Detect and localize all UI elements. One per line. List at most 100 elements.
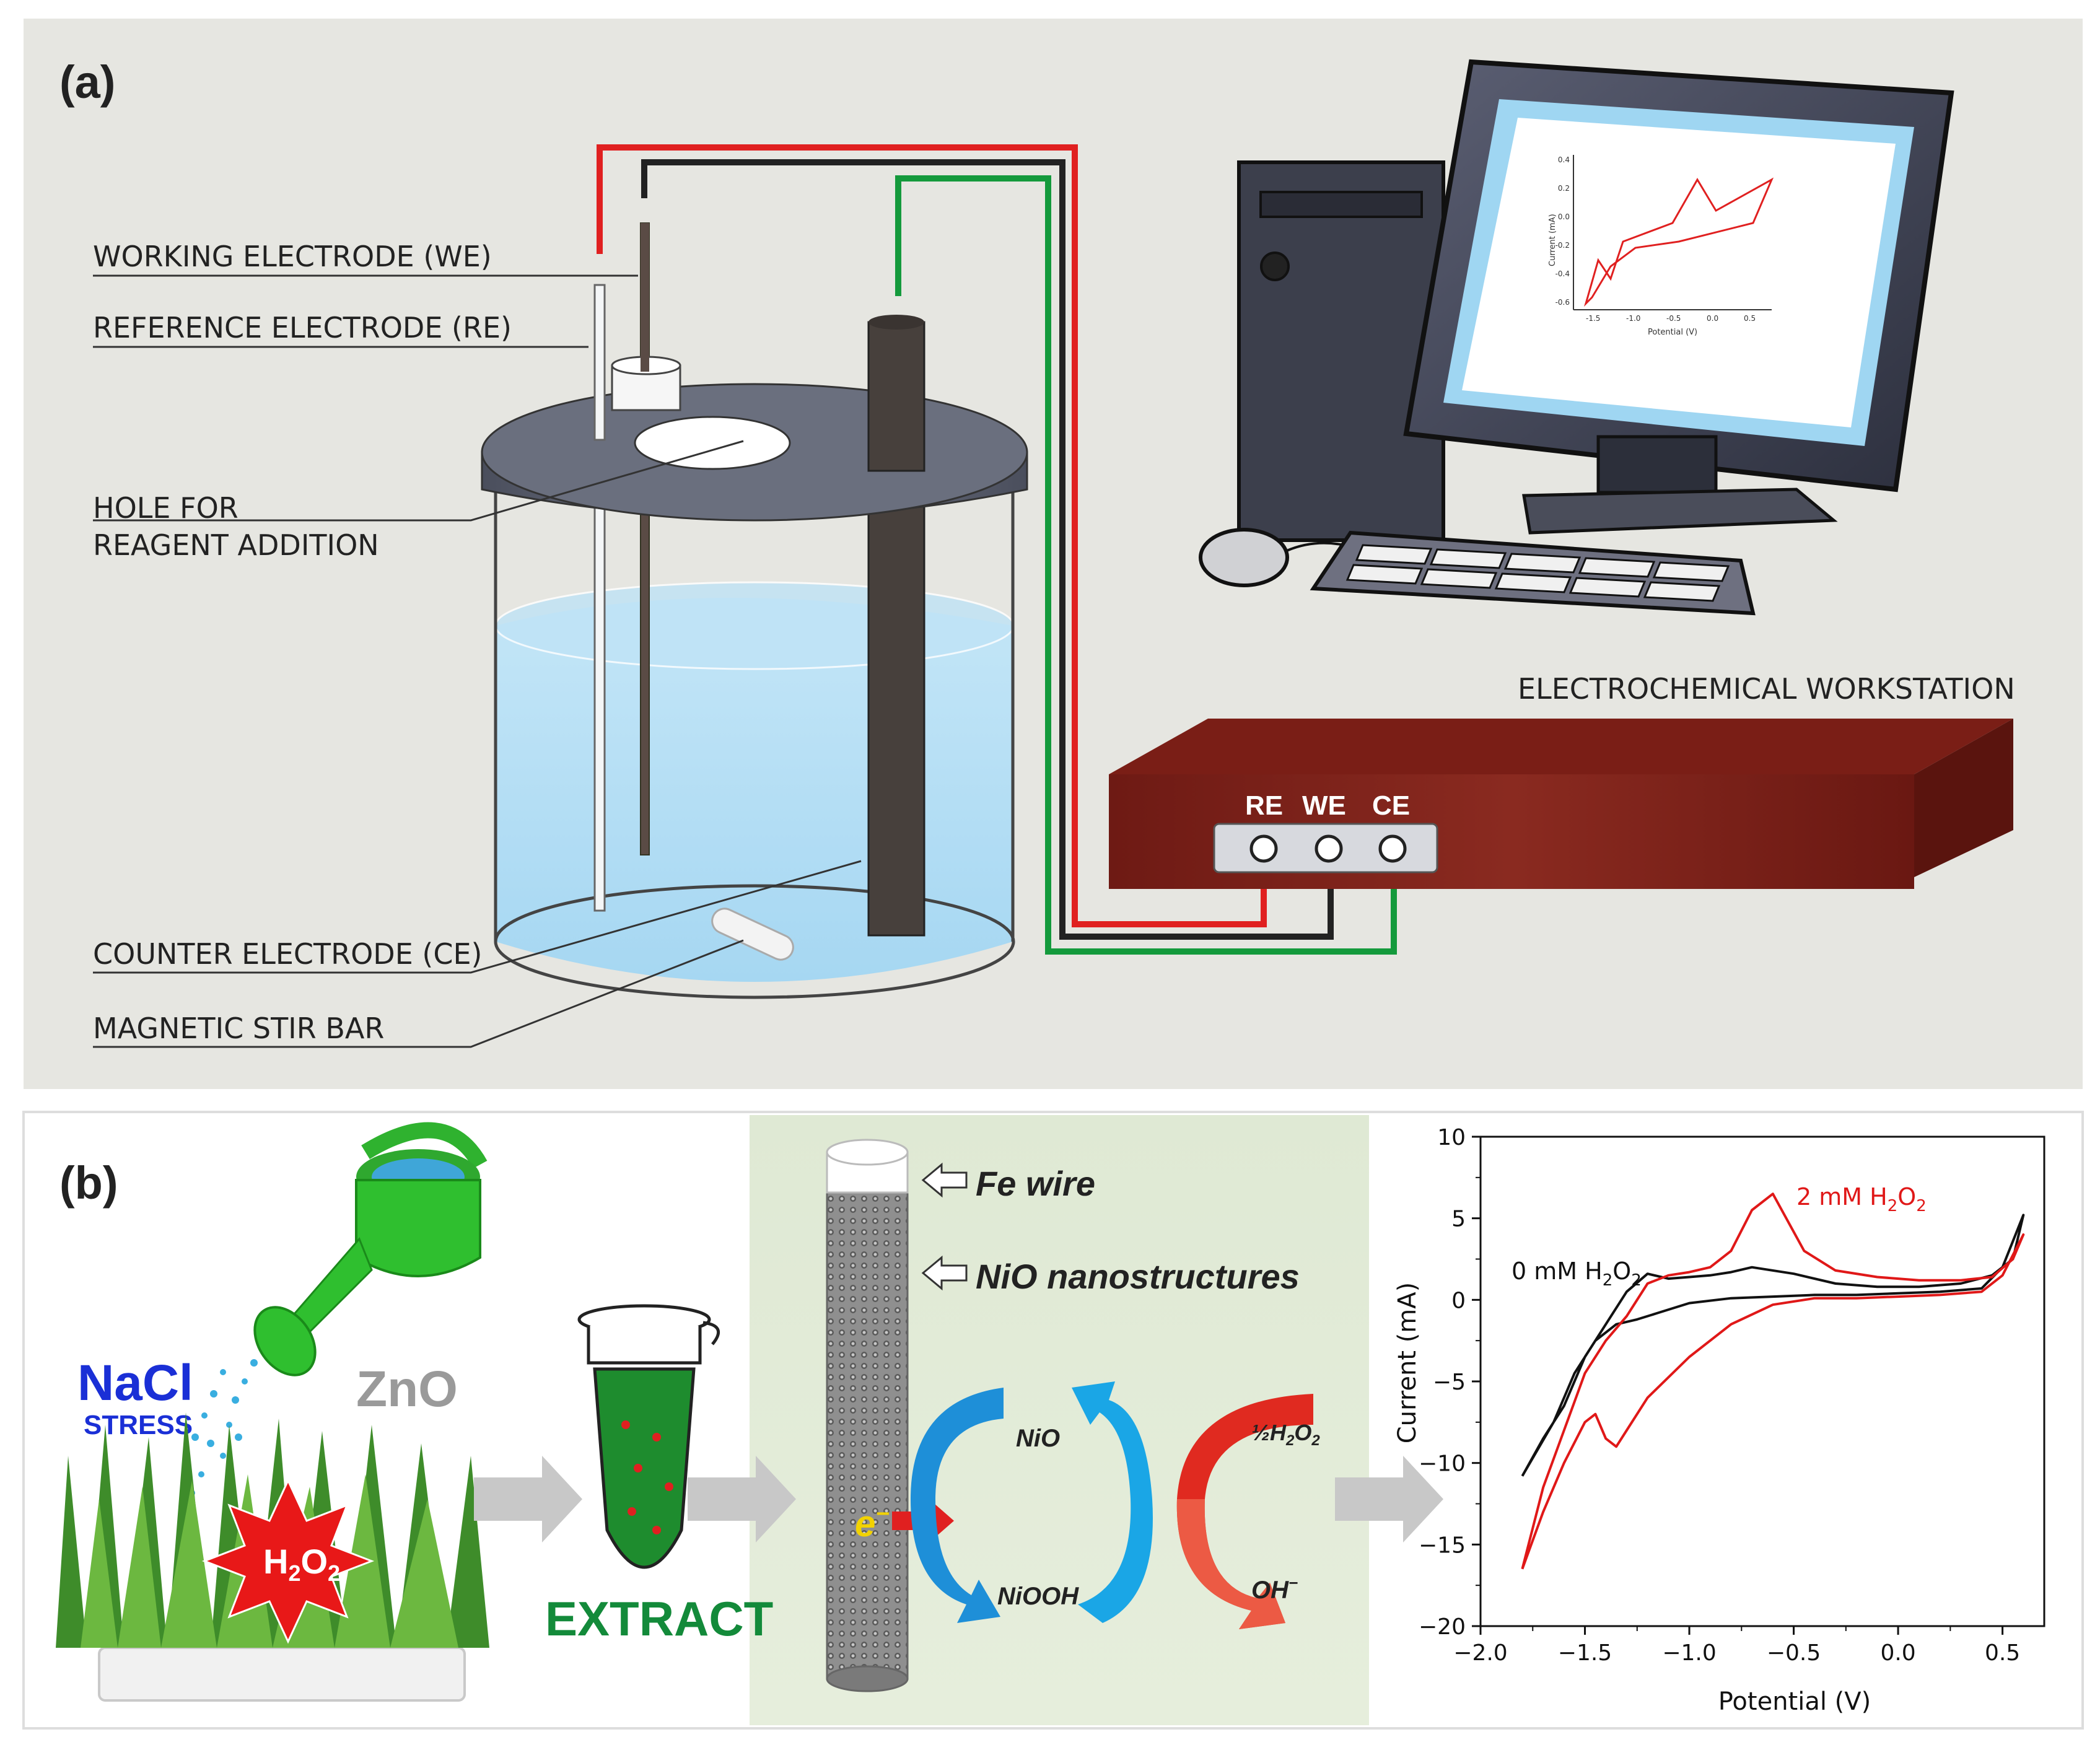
svg-text:-1.0: -1.0: [1626, 314, 1640, 323]
re-wire: [597, 144, 1267, 927]
arrow-2: [688, 1456, 796, 1542]
legend-0mm: 0 mM H2O2: [1512, 1258, 1642, 1290]
cv-xtick-label: 0.5: [1985, 1640, 2020, 1666]
cv-ytick-label: −15: [1419, 1533, 1466, 1558]
callout-stir-bar: MAGNETIC STIR BAR: [93, 1012, 384, 1045]
monitor-xticks: -1.5 -1.0 -0.5 0.0 0.5: [1586, 314, 1756, 323]
extract-label: EXTRACT: [545, 1591, 773, 1646]
cv-xtick-label: −0.5: [1767, 1640, 1821, 1666]
ce-port: [1378, 834, 1407, 863]
cv-xtick-label: −2.0: [1453, 1640, 1507, 1666]
nio-species: NiO: [1016, 1425, 1060, 1452]
cv-ytick-label: 10: [1437, 1125, 1466, 1150]
cv-ytick-label: 5: [1451, 1207, 1466, 1232]
stress-label: STRESS: [84, 1410, 193, 1440]
nio-nanostructures-label: NiO nanostructures: [976, 1257, 1300, 1296]
extract-tube: [577, 1304, 720, 1569]
monitor-yticks: 0.4 0.2 0.0 -0.2 -0.4 -0.6: [1555, 155, 1570, 307]
port-label-re: RE: [1245, 790, 1283, 821]
monitor-stand: [1596, 435, 1718, 494]
cv-curve-2mm: [1521, 1192, 2025, 1570]
svg-text:-0.6: -0.6: [1555, 298, 1570, 307]
svg-text:0.5: 0.5: [1744, 314, 1756, 323]
nacl-label: NaCl: [77, 1355, 193, 1411]
svg-text:0.0: 0.0: [1558, 212, 1570, 221]
mechanism-labels: NiO NiOOH ½H2O2 OH−: [997, 1420, 1320, 1610]
cv-xtick-label: 0.0: [1880, 1640, 1915, 1666]
cv-xtick-label: −1.0: [1662, 1640, 1716, 1666]
fe-wire-pointer: [921, 1162, 968, 1198]
ce-wire: [895, 175, 1397, 955]
svg-text:-0.2: -0.2: [1555, 241, 1570, 250]
h2o2-h: H: [263, 1542, 288, 1581]
workstation-label: ELECTROCHEMICAL WORKSTATION: [1518, 672, 2015, 706]
we-port: [1315, 834, 1343, 863]
arrow-3: [1335, 1456, 1443, 1542]
electrochemical-cell: [481, 222, 1028, 999]
monitor-chart-xlabel: Potential (V): [1648, 328, 1697, 337]
electrochemical-workstation: RE WE CE: [1109, 719, 2013, 889]
callout-hole-line2: REAGENT ADDITION: [93, 528, 379, 562]
port-label-we: WE: [1302, 790, 1346, 821]
callout-labels: WORKING ELECTRODE (WE) REFERENCE ELECTRO…: [93, 240, 512, 1045]
niooh-species: NiOOH: [997, 1583, 1079, 1610]
nio-to-niooh-arrow: [911, 1388, 1004, 1623]
cv-ytick-label: 0: [1451, 1288, 1466, 1313]
flow-arrows: [474, 1456, 1443, 1542]
electrode-wires: [597, 144, 1397, 955]
panel-a-label: (a): [59, 56, 115, 108]
zno-label: ZnO: [356, 1361, 458, 1417]
arrow-1: [474, 1456, 582, 1542]
monitor-chart-ylabel: Current (mA): [1548, 214, 1557, 266]
h2o2-sub2: 2: [328, 1560, 340, 1586]
fe-wire: [826, 1139, 909, 1692]
monitor-chart: Current (mA) Potential (V) -1.5 -1.0 -0.…: [1548, 155, 1774, 337]
callout-working-electrode: WORKING ELECTRODE (WE): [93, 240, 492, 273]
oh-species: OH−: [1251, 1573, 1298, 1604]
h2o2-o: O: [300, 1542, 328, 1581]
h2o2-burst: H2O2: [201, 1478, 375, 1644]
svg-text:0.0: 0.0: [1707, 314, 1718, 323]
cv-chart: −2.0 −1.5 −1.0 −0.5 0.0 0.5 10 5 0 −5 −10 −15 −20 Cu…: [1393, 1125, 2045, 1716]
watering-can: [253, 1122, 488, 1376]
water-surface: [494, 581, 1015, 670]
callout-reference-electrode: REFERENCE ELECTRODE (RE): [93, 311, 512, 344]
cv-ytick-label: −20: [1419, 1614, 1466, 1640]
panel-b-label: (b): [59, 1157, 118, 1209]
svg-text:-0.4: -0.4: [1555, 269, 1570, 278]
mechanism-arrows: [911, 1381, 1313, 1629]
keyboard-keys: [1345, 544, 1730, 602]
legend-2mm: 2 mM H2O2: [1796, 1183, 1927, 1215]
h2o2-sub1: 2: [288, 1560, 300, 1586]
fe-annotations: Fe wire NiO nanostructures: [921, 1162, 1300, 1296]
callout-hole-line1: HOLE FOR: [93, 491, 238, 525]
svg-text:-0.5: -0.5: [1666, 314, 1681, 323]
cv-xlabel: Potential (V): [1718, 1687, 1871, 1716]
cv-ylabel: Current (mA): [1393, 1282, 1422, 1444]
nio-pointer: [921, 1255, 968, 1291]
fe-wire-label: Fe wire: [976, 1164, 1095, 1203]
re-port: [1249, 834, 1278, 863]
electron-label: e−: [855, 1501, 890, 1544]
magnetic-stir-bar: [711, 908, 794, 961]
svg-text:0.2: 0.2: [1558, 184, 1570, 193]
cv-axes: −2.0 −1.5 −1.0 −0.5 0.0 0.5 10 5 0 −5 −10 −15 −20: [1419, 1125, 2045, 1666]
we-wire: [641, 159, 1334, 940]
cv-xtick-label: −1.5: [1558, 1640, 1612, 1666]
cv-series: [1521, 1192, 2025, 1570]
cv-ytick-label: −5: [1433, 1370, 1466, 1395]
port-label-ce: CE: [1372, 790, 1410, 821]
reagent-hole: [634, 416, 791, 470]
svg-text:0.4: 0.4: [1558, 155, 1570, 164]
monitor-cv-curve: [1583, 177, 1774, 307]
half-h2o2-species: ½H2O2: [1251, 1420, 1320, 1449]
callout-lines: [93, 274, 862, 1048]
callout-counter-electrode: COUNTER ELECTRODE (CE): [93, 937, 482, 971]
monitor-base: [1522, 488, 1838, 535]
mouse: [1199, 528, 1289, 587]
cv-ytick-label: −10: [1419, 1451, 1466, 1477]
niooh-to-nio-arrow: [1072, 1381, 1153, 1623]
computer: [1199, 59, 1954, 616]
svg-text:-1.5: -1.5: [1586, 314, 1600, 323]
